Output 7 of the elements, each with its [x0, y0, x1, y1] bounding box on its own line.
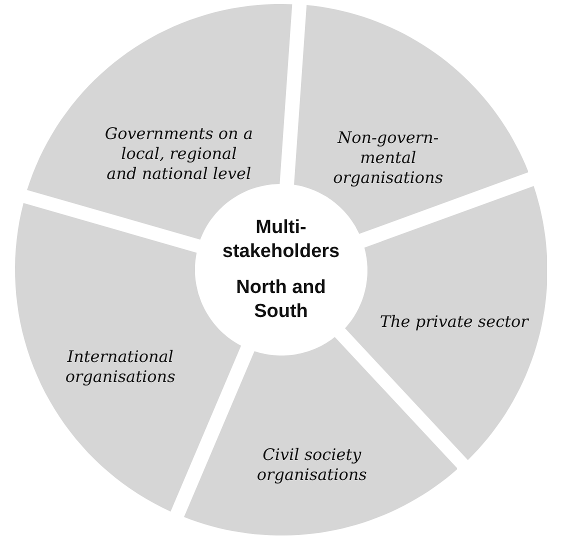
segment-label: International organisations — [64, 346, 176, 387]
segment-label: The private sector — [379, 312, 530, 332]
segment-label: Civil society organisations — [256, 445, 368, 486]
center-label: North and South — [235, 276, 327, 324]
segment-label: Governments on a local, regional and national level — [104, 124, 254, 184]
center-label: Multi- stakeholders — [221, 216, 341, 264]
segment-label: Non-govern- mental organisations — [332, 128, 444, 188]
